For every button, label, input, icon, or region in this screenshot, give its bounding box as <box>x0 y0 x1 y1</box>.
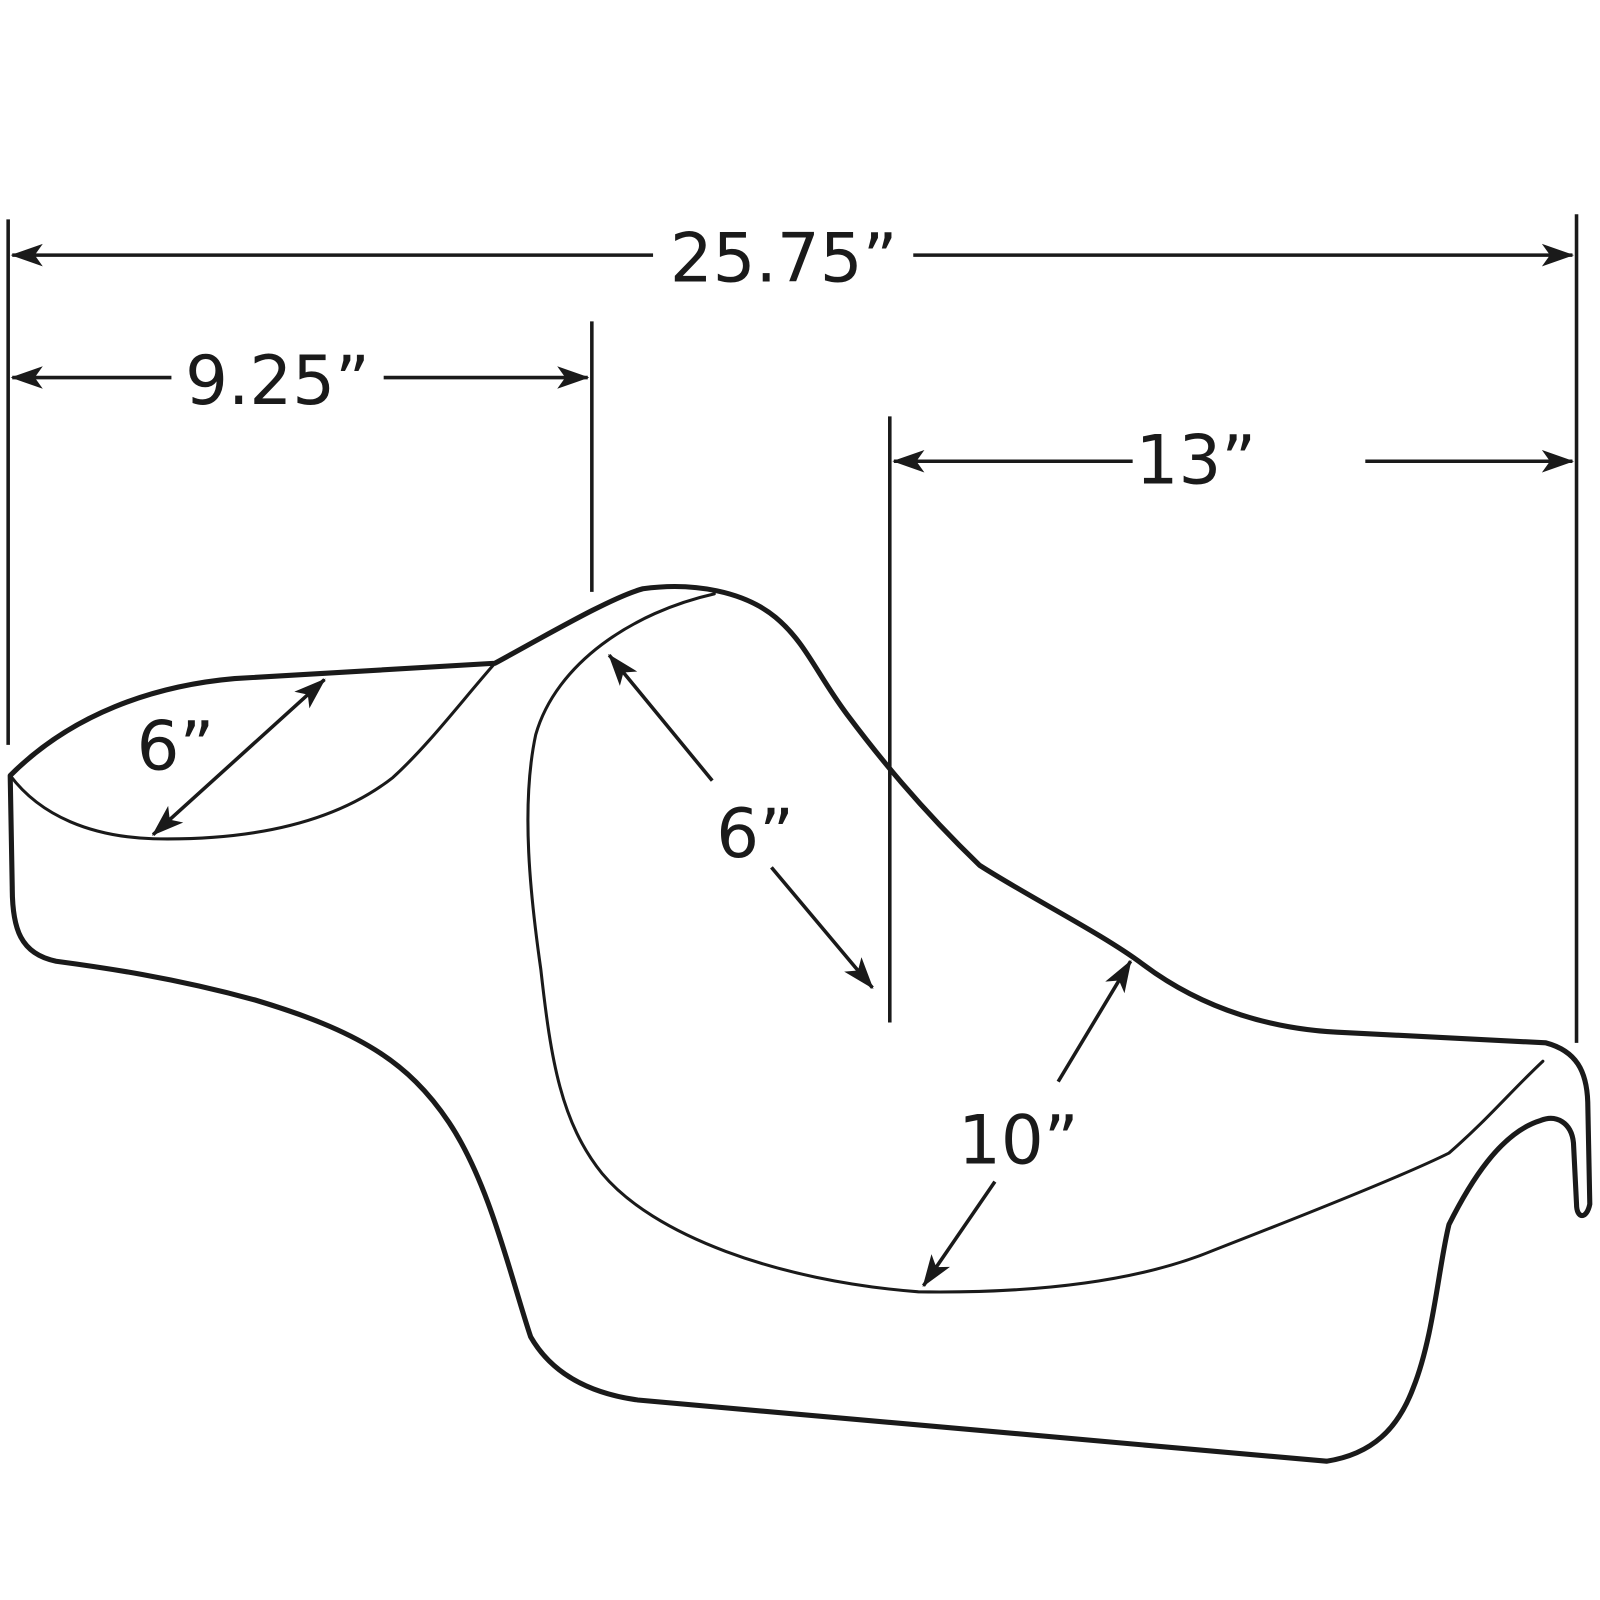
rear-seat-width-label: 6” <box>137 706 215 785</box>
rear-section-length-label: 9.25” <box>185 341 370 420</box>
front-seat-width-label: 10” <box>958 1100 1079 1179</box>
seat-outline <box>7 584 1593 1464</box>
backrest-height-label: 6” <box>716 794 794 873</box>
dimension-lines <box>6 214 1579 1288</box>
front-section-length-label: 13” <box>1136 421 1257 500</box>
overall-length-label: 25.75” <box>670 219 898 298</box>
